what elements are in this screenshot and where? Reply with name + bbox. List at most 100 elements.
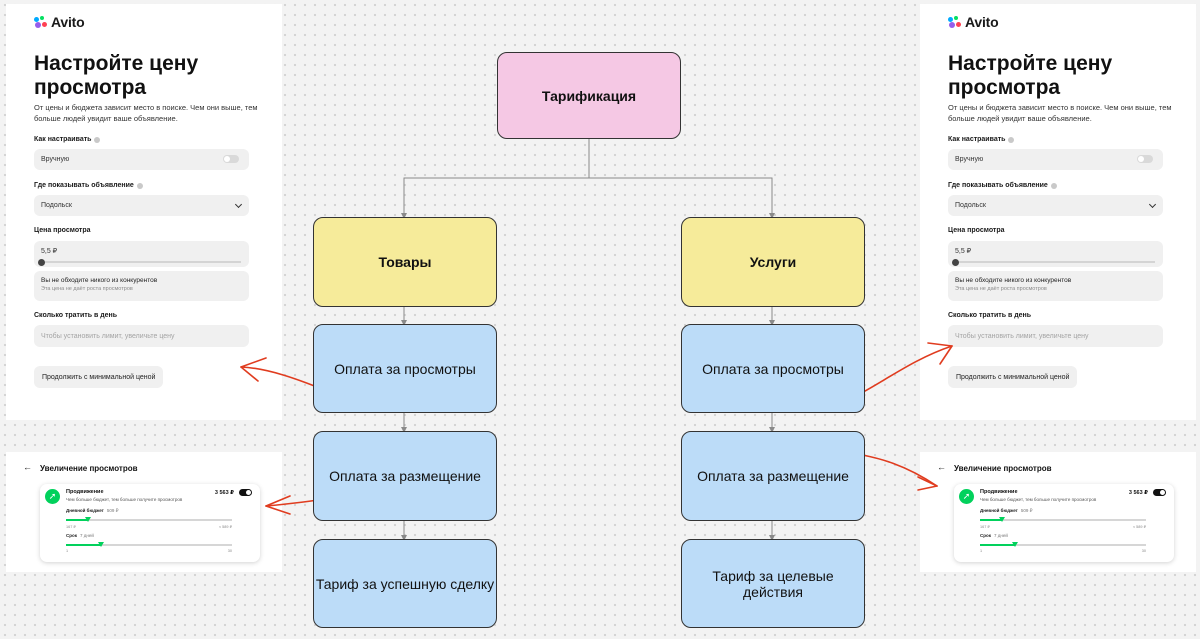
node-services: Услуги <box>681 217 865 307</box>
promotion-title: Увеличение просмотров <box>40 464 138 473</box>
price-slider-thumb[interactable] <box>38 259 45 266</box>
warning-title: Вы не обходите никого из конкурентов <box>955 277 1072 284</box>
node-services-item-2: Оплата за размещение <box>681 431 865 521</box>
budget-value: 509 ₽ <box>106 508 119 513</box>
annotation-arrowhead-4 <box>917 476 938 491</box>
term-slider[interactable] <box>66 542 232 547</box>
how-label: Как настраивать <box>948 136 1015 143</box>
promotion-title: Увеличение просмотров <box>954 464 1052 473</box>
back-arrow-icon[interactable]: ← <box>937 462 946 472</box>
info-icon[interactable] <box>94 136 101 143</box>
term-max: 30 <box>227 549 232 553</box>
daily-limit-placeholder: Чтобы установить лимит, увеличьте цену <box>41 332 175 340</box>
logo-text: Avito <box>51 14 85 30</box>
price-settings-panel-left: Avito Настройте цену просмотра От цены и… <box>6 4 282 420</box>
promotion-name: Продвижение <box>66 489 104 495</box>
page-subtitle: От цены и бюджета зависит место в поиске… <box>34 103 258 123</box>
term-knob[interactable] <box>1011 542 1018 547</box>
term-max: 30 <box>1141 549 1146 553</box>
term-knob[interactable] <box>97 542 104 547</box>
budget-fill <box>66 519 88 521</box>
connector-root-goods <box>401 139 590 219</box>
avito-logo-icon <box>948 16 962 28</box>
price-slider-track[interactable] <box>956 261 1155 263</box>
info-icon[interactable] <box>136 182 143 189</box>
price-label-text: Цена просмотра <box>34 227 91 234</box>
how-label: Как настраивать <box>34 136 101 143</box>
info-icon[interactable] <box>1050 182 1057 189</box>
location-select[interactable]: Подольск <box>948 195 1163 216</box>
where-label: Где показывать объявление <box>34 182 143 189</box>
price-label: Цена просмотра <box>34 227 91 234</box>
manual-toggle[interactable] <box>223 155 239 163</box>
continue-min-price-button[interactable]: Продолжить с минимальной ценой <box>34 366 164 388</box>
competitor-warning: Вы не обходите никого из конкурентов Эта… <box>948 271 1163 301</box>
rocket-icon: ➚ <box>959 489 974 504</box>
warning-text: Эта цена не даёт роста просмотров <box>955 286 1047 292</box>
annotation-arrowhead-3 <box>927 342 953 365</box>
budget-label-text: Дневной бюджет <box>980 508 1018 513</box>
daily-limit-input[interactable]: Чтобы установить лимит, увеличьте цену <box>34 325 249 347</box>
price-value: 5,5 ₽ <box>41 248 58 255</box>
logo-text: Avito <box>965 14 999 30</box>
term-slider[interactable] <box>980 542 1146 547</box>
info-icon[interactable] <box>1008 136 1015 143</box>
node-services-item-1: Оплата за просмотры <box>681 324 865 413</box>
term-fill <box>980 544 1015 546</box>
budget-fill <box>980 519 1002 521</box>
promotion-panel-left: ← Увеличение просмотров ➚ Продвижение Че… <box>6 452 282 572</box>
rocket-icon: ➚ <box>45 489 60 504</box>
where-label: Где показывать объявление <box>948 182 1057 189</box>
budget-slider[interactable] <box>66 517 232 522</box>
daily-limit-placeholder: Чтобы установить лимит, увеличьте цену <box>955 332 1089 340</box>
how-value: Вручную <box>41 156 70 163</box>
term-min: 1 <box>66 549 69 553</box>
avito-logo: Avito <box>948 14 999 30</box>
price-value: 5,5 ₽ <box>955 248 972 255</box>
promotion-card: ➚ Продвижение Чем больше бюджет, тем бол… <box>954 484 1174 562</box>
budget-label-text: Дневной бюджет <box>66 508 104 513</box>
price-slider-thumb[interactable] <box>952 259 959 266</box>
promotion-switch[interactable] <box>1153 489 1166 496</box>
budget-slider[interactable] <box>980 517 1146 522</box>
back-arrow-icon[interactable]: ← <box>23 462 32 472</box>
node-services-item-3: Тариф за целевые действия <box>681 539 865 628</box>
location-select[interactable]: Подольск <box>34 195 249 216</box>
budget-min: 167 ₽ <box>66 525 76 529</box>
budget-knob[interactable] <box>998 517 1005 522</box>
promotion-desc: Чем больше бюджет, тем больше получите п… <box>980 497 1097 502</box>
how-toggle-field[interactable]: Вручную <box>34 149 249 170</box>
daily-limit-input[interactable]: Чтобы установить лимит, увеличьте цену <box>948 325 1163 347</box>
promotion-name: Продвижение <box>980 489 1018 495</box>
avito-logo-icon <box>34 16 48 28</box>
price-input[interactable]: 5,5 ₽ <box>34 241 249 267</box>
promotion-desc: Чем больше бюджет, тем больше получите п… <box>66 497 183 502</box>
term-fill <box>66 544 101 546</box>
promotion-switch[interactable] <box>239 489 252 496</box>
where-label-text: Где показывать объявление <box>948 182 1048 189</box>
manual-toggle[interactable] <box>1137 155 1153 163</box>
budget-min: 167 ₽ <box>980 525 990 529</box>
how-label-text: Как настраивать <box>34 136 92 143</box>
how-toggle-field[interactable]: Вручную <box>948 149 1163 170</box>
price-input[interactable]: 5,5 ₽ <box>948 241 1163 267</box>
node-root: Тарификация <box>497 52 681 139</box>
node-goods-item-3: Тариф за успешную сделку <box>313 539 497 628</box>
where-label-text: Где показывать объявление <box>34 182 134 189</box>
promotion-price: 3 563 ₽ <box>1128 490 1148 496</box>
location-value: Подольск <box>955 202 986 209</box>
annotation-arrowhead-2 <box>265 495 291 515</box>
spend-label-text: Сколько тратить в день <box>948 312 1032 319</box>
term-value: 7 дней <box>80 533 94 538</box>
budget-knob[interactable] <box>84 517 91 522</box>
how-value: Вручную <box>955 156 984 163</box>
price-slider-track[interactable] <box>42 261 241 263</box>
budget-max: ≈ 589 ₽ <box>219 525 232 529</box>
continue-min-price-button[interactable]: Продолжить с минимальной ценой <box>948 366 1078 388</box>
budget-max: ≈ 589 ₽ <box>1133 525 1146 529</box>
location-value: Подольск <box>41 202 72 209</box>
